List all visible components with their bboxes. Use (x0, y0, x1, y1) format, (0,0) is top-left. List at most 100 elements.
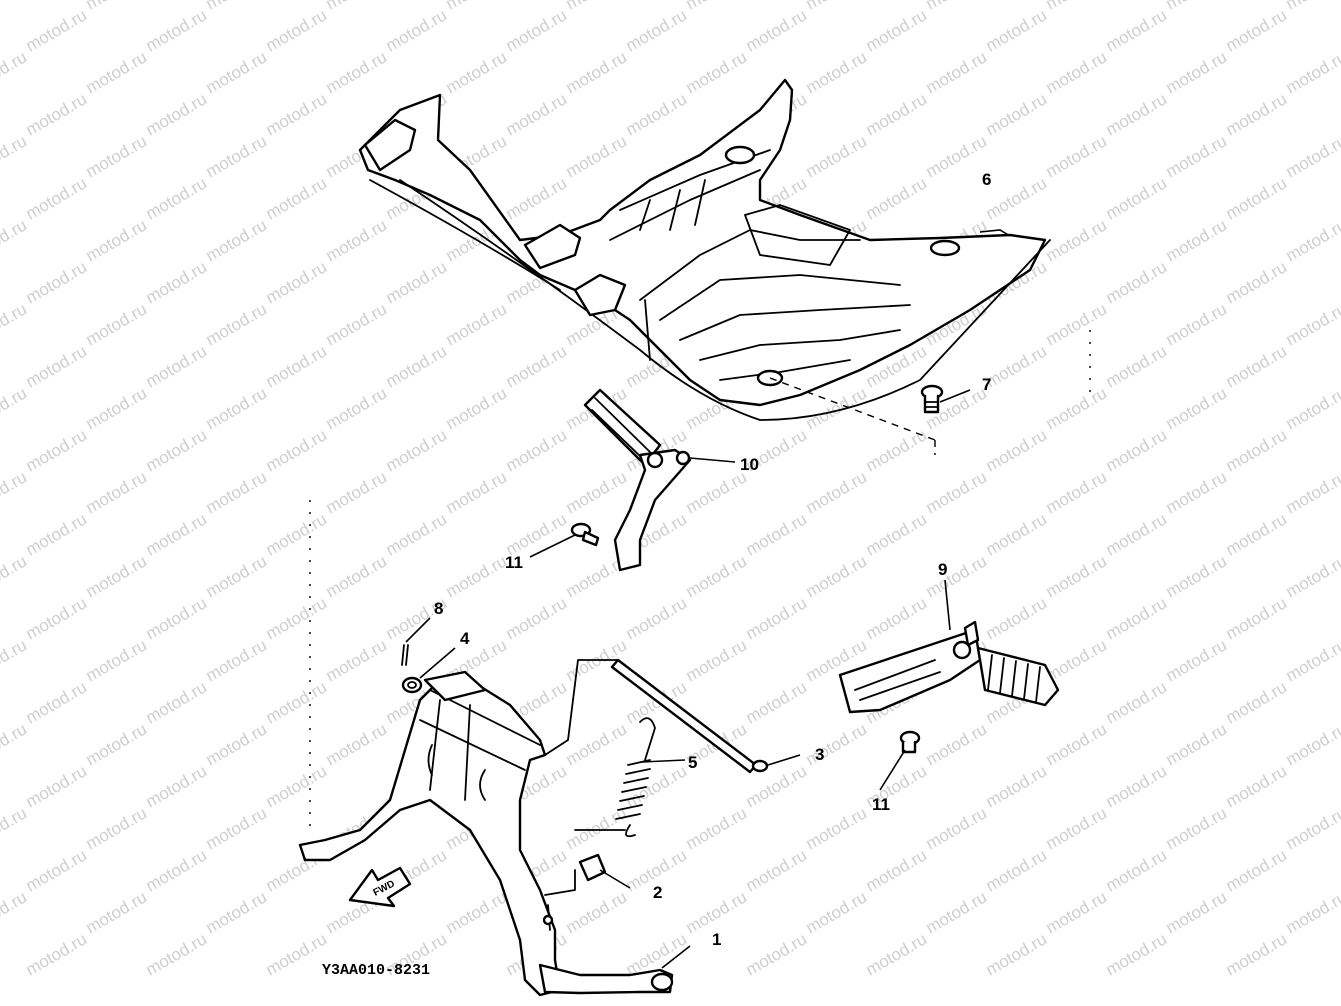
watermark-text: motod.ru (443, 299, 511, 349)
watermark-text: motod.ru (803, 131, 871, 181)
watermark-text: motod.ru (83, 383, 151, 433)
watermark-text: motod.ru (923, 47, 991, 97)
watermark-text: motod.ru (143, 509, 211, 559)
watermark-text: motod.ru (323, 299, 391, 349)
watermark-text: motod.ru (1223, 425, 1291, 475)
watermark-text: motod.ru (263, 509, 331, 559)
watermark-text: motod.ru (1103, 257, 1171, 307)
watermark-text: motod.ru (1163, 803, 1231, 853)
watermark-text: motod.ru (23, 677, 91, 727)
watermark-text: motod.ru (323, 0, 391, 13)
watermark-text: motod.ru (983, 845, 1051, 895)
watermark-text: motod.ru (1043, 719, 1111, 769)
watermark-text: motod.ru (1103, 677, 1171, 727)
watermark-text: motod.ru (1043, 131, 1111, 181)
watermark-text: motod.ru (143, 5, 211, 55)
watermark-text: motod.ru (83, 635, 151, 685)
watermark-text: motod.ru (263, 89, 331, 139)
watermark-text: motod.ru (1283, 635, 1341, 685)
watermark-text: motod.ru (1223, 593, 1291, 643)
watermark-text: motod.ru (1163, 887, 1231, 937)
watermark-text: motod.ru (0, 215, 30, 265)
callout-6: 6 (982, 170, 991, 189)
watermark-text: motod.ru (23, 761, 91, 811)
watermark-text: motod.ru (263, 761, 331, 811)
watermark-text: motod.ru (1043, 551, 1111, 601)
watermark-text: motod.ru (0, 551, 30, 601)
watermark-text: motod.ru (383, 5, 451, 55)
bolt-11-right (899, 730, 921, 754)
watermark-text: motod.ru (203, 0, 271, 13)
watermark-text: motod.ru (923, 131, 991, 181)
watermark-text: motod.ru (23, 257, 91, 307)
watermark-text: motod.ru (1163, 467, 1231, 517)
watermark-text: motod.ru (23, 929, 91, 979)
watermark-text: motod.ru (143, 677, 211, 727)
watermark-text: motod.ru (143, 425, 211, 475)
watermark-text: motod.ru (83, 719, 151, 769)
watermark-text: motod.ru (863, 845, 931, 895)
watermark-text: motod.ru (1103, 341, 1171, 391)
watermark-text: motod.ru (1043, 887, 1111, 937)
watermark-text: motod.ru (443, 383, 511, 433)
main-stand (298, 670, 674, 997)
callout-2: 2 (653, 883, 662, 902)
bolt-7 (920, 384, 944, 414)
watermark-text: motod.ru (1163, 47, 1231, 97)
watermark-text: motod.ru (1283, 215, 1341, 265)
collar-4 (401, 676, 423, 694)
watermark-text: motod.ru (263, 173, 331, 223)
watermark-text: motod.ru (1283, 299, 1341, 349)
watermark-text: motod.ru (1223, 845, 1291, 895)
watermark-text: motod.ru (1223, 761, 1291, 811)
watermark-text: motod.ru (683, 0, 751, 13)
watermark-text: motod.ru (743, 929, 811, 979)
watermark-text: motod.ru (263, 257, 331, 307)
watermark-text: motod.ru (983, 929, 1051, 979)
watermark-text: motod.ru (263, 929, 331, 979)
watermark-text: motod.ru (563, 803, 631, 853)
watermark-text: motod.ru (263, 341, 331, 391)
watermark-text: motod.ru (863, 89, 931, 139)
watermark-text: motod.ru (203, 299, 271, 349)
watermark-text: motod.ru (1043, 803, 1111, 853)
watermark-text: motod.ru (1103, 425, 1171, 475)
watermark-text: motod.ru (563, 887, 631, 937)
floor-board (358, 78, 1051, 421)
watermark-text: motod.ru (1223, 929, 1291, 979)
bolt-11-left (570, 522, 600, 547)
watermark-text: motod.ru (1043, 0, 1111, 13)
watermark-text: motod.ru (1103, 173, 1171, 223)
watermark-text: motod.ru (83, 803, 151, 853)
callout-10: 10 (740, 455, 759, 474)
watermark-text: motod.ru (1283, 803, 1341, 853)
watermark-text: motod.ru (623, 761, 691, 811)
watermark-text: motod.ru (1043, 383, 1111, 433)
watermark-text: motod.ru (23, 173, 91, 223)
cotter-pin-8 (401, 644, 409, 666)
watermark-text: motod.ru (1163, 383, 1231, 433)
watermark-text: motod.ru (203, 215, 271, 265)
watermark-text: motod.ru (683, 47, 751, 97)
watermark-text: motod.ru (863, 593, 931, 643)
watermark-text: motod.ru (563, 47, 631, 97)
watermark-text: motod.ru (23, 341, 91, 391)
watermark-text: motod.ru (263, 593, 331, 643)
watermark-text: motod.ru (1163, 0, 1231, 13)
watermark-text: motod.ru (743, 5, 811, 55)
watermark-text: motod.ru (983, 89, 1051, 139)
watermark-text: motod.ru (323, 635, 391, 685)
watermark-text: motod.ru (443, 0, 511, 13)
watermark-text: motod.ru (923, 467, 991, 517)
watermark-text: motod.ru (503, 593, 571, 643)
watermark-text: motod.ru (983, 5, 1051, 55)
watermark-text: motod.ru (143, 341, 211, 391)
watermark-text: motod.ru (623, 89, 691, 139)
watermark-text: motod.ru (503, 509, 571, 559)
watermark-text: motod.ru (1163, 131, 1231, 181)
watermark-text: motod.ru (503, 5, 571, 55)
watermark-text: motod.ru (803, 467, 871, 517)
watermark-text: motod.ru (563, 467, 631, 517)
watermark-text: motod.ru (563, 131, 631, 181)
